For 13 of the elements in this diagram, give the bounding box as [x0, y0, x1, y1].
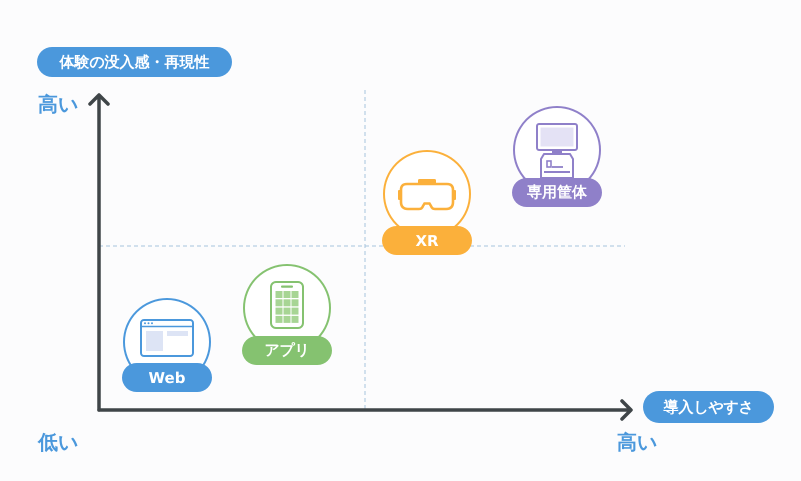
axis-title-pill: 導入しやすさ — [643, 391, 774, 423]
category-circle — [382, 149, 472, 255]
category-label-pill: アプリ — [242, 336, 332, 365]
category-circle — [512, 105, 602, 207]
axis-level-label: 高い — [617, 429, 657, 455]
axis-title-pill: 体験の没入感・再現性 — [37, 47, 232, 77]
axis-level-label: 低い — [38, 429, 78, 455]
category-label-pill: 専用筐体 — [512, 178, 602, 207]
axis-level-label: 高い — [38, 91, 78, 117]
category-label-pill: Web — [122, 363, 212, 392]
category-label-pill: XR — [382, 226, 472, 255]
category-circle — [242, 263, 332, 365]
category-circle — [122, 297, 212, 392]
